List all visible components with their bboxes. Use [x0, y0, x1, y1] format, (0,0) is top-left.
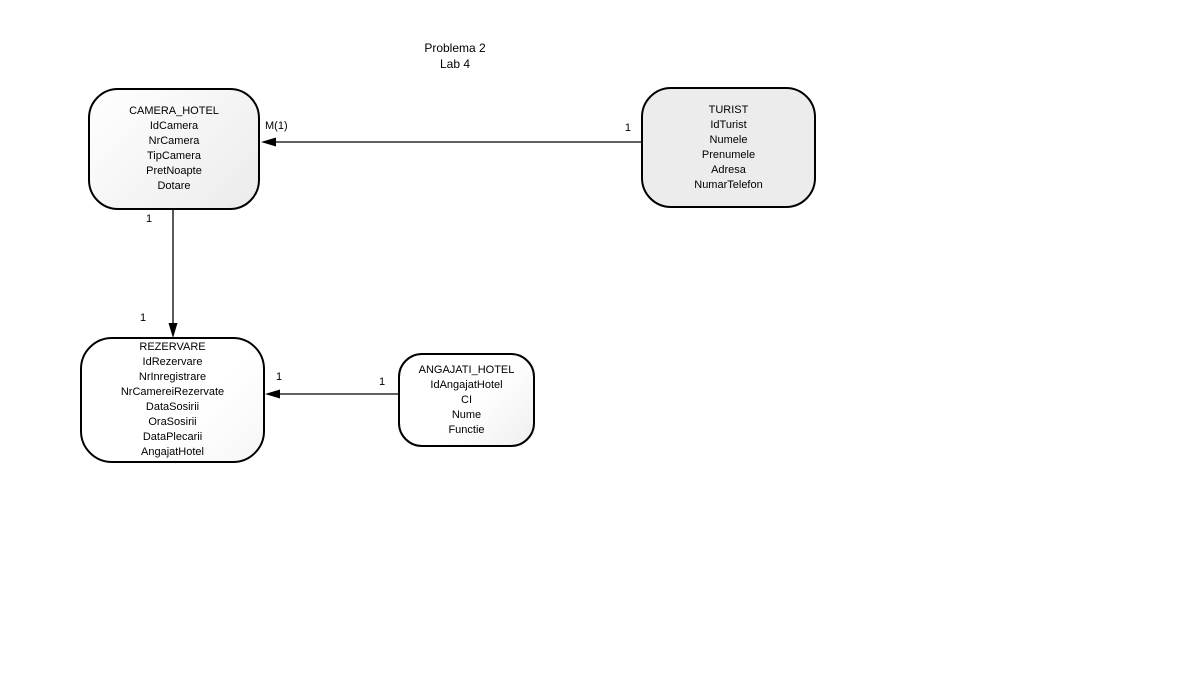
arrowhead-left-icon: [265, 389, 280, 399]
entity-field: DataPlecarii: [142, 431, 203, 443]
entity-field: PretNoapte: [146, 165, 202, 177]
multiplicity-label-angajati: 1: [379, 376, 386, 388]
entity-field: DataSosirii: [145, 401, 200, 413]
entity-field: Adresa: [711, 163, 746, 176]
multiplicity-label-camera-bottom: 1: [145, 213, 153, 225]
entity-turist: TURIST IdTurist Numele Prenumele Adresa …: [641, 87, 816, 208]
diagram-title-line2: Lab 4: [439, 57, 471, 71]
entity-name: CAMERA_HOTEL: [129, 105, 219, 117]
entity-field: CI: [461, 393, 472, 406]
entity-field: TipCamera: [147, 150, 201, 162]
entity-name: TURIST: [708, 103, 749, 116]
entity-field: Dotare: [157, 180, 191, 192]
entity-field: Numele: [709, 133, 748, 146]
entity-name: REZERVARE: [139, 341, 206, 353]
entity-angajati-hotel: ANGAJATI_HOTEL IdAngajatHotel CI Nume Fu…: [398, 353, 535, 447]
entity-rezervare: REZERVARE IdRezervare NrInregistrare NrC…: [80, 337, 265, 463]
entity-field: Prenumele: [701, 148, 756, 161]
entity-field: AngajatHotel: [141, 446, 204, 458]
connector-camera-to-rezervare: [168, 210, 178, 338]
entity-field: OraSosirii: [148, 416, 197, 428]
multiplicity-label-rezervare-right: 1: [276, 371, 283, 383]
entity-field: NumarTelefon: [694, 178, 763, 191]
connector-angajati-to-rezervare: [265, 389, 398, 399]
entity-camera-hotel: CAMERA_HOTEL IdCamera NrCamera TipCamera…: [88, 88, 260, 210]
arrowhead-left-icon: [261, 137, 276, 147]
entity-field: IdRezervare: [142, 356, 203, 368]
entity-field: IdCamera: [149, 120, 199, 132]
connector-turist-to-camera: [261, 137, 641, 147]
diagram-title: Problema 2 Lab 4: [375, 40, 535, 72]
entity-field: Functie: [448, 423, 485, 436]
entity-field: IdAngajatHotel: [430, 378, 503, 391]
entity-field: IdTurist: [710, 118, 747, 131]
multiplicity-label-camera: M(1): [265, 120, 288, 132]
entity-field: NrInregistrare: [138, 371, 207, 383]
entity-name: ANGAJATI_HOTEL: [418, 363, 515, 376]
multiplicity-label-turist: 1: [624, 122, 631, 134]
diagram-title-line1: Problema 2: [424, 41, 486, 55]
entity-field: NrCamera: [148, 135, 200, 147]
entity-field: NrCamereiRezervate: [120, 386, 225, 398]
multiplicity-label-rezervare-top: 1: [139, 312, 147, 324]
entity-field: Nume: [451, 408, 482, 421]
arrowhead-down-icon: [168, 323, 178, 338]
